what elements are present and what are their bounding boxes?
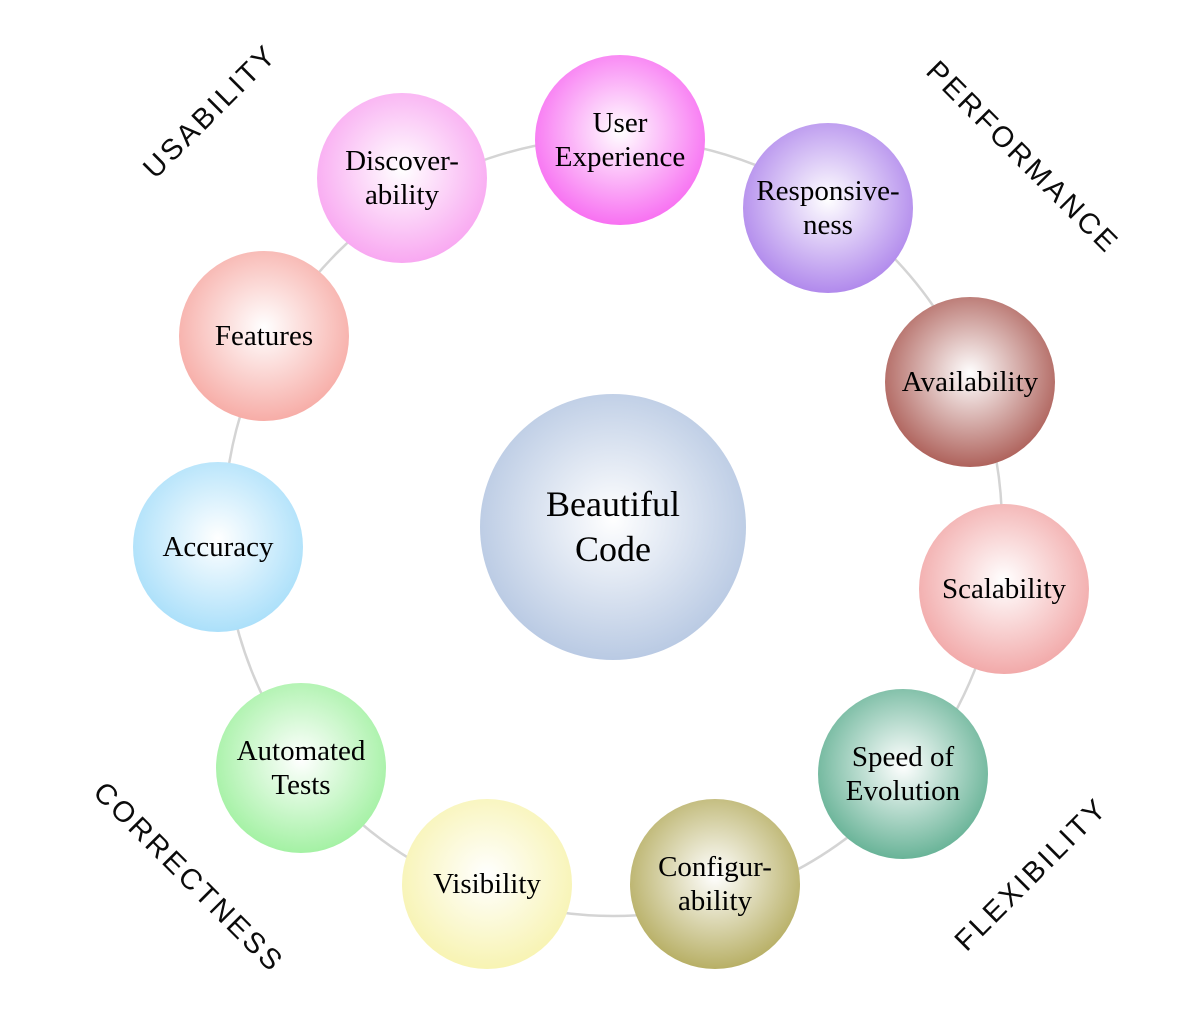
- node-availability: Availability: [885, 297, 1055, 467]
- node-label-responsiveness: Responsive- ness: [756, 174, 900, 241]
- node-label-accuracy: Accuracy: [162, 530, 274, 563]
- node-user-experience: User Experience: [535, 55, 705, 225]
- node-label-speed-of-evolution: Speed of Evolution: [845, 740, 961, 807]
- node-speed-of-evolution: Speed of Evolution: [818, 689, 988, 859]
- node-label-visibility: Visibility: [433, 867, 541, 900]
- node-label-features: Features: [214, 319, 314, 352]
- node-visibility: Visibility: [402, 799, 572, 969]
- node-automated-tests: Automated Tests: [216, 683, 386, 853]
- node-label-discoverability: Discover- ability: [345, 144, 459, 211]
- center-node-label: Beautiful Code: [546, 484, 680, 569]
- node-configurability: Configur- ability: [630, 799, 800, 969]
- node-label-user-experience: User Experience: [554, 106, 686, 173]
- node-label-configurability: Configur- ability: [658, 850, 772, 917]
- node-scalability: Scalability: [919, 504, 1089, 674]
- center-node-beautiful-code: Beautiful Code: [480, 394, 746, 660]
- node-accuracy: Accuracy: [133, 462, 303, 632]
- node-label-automated-tests: Automated Tests: [236, 734, 366, 801]
- node-responsiveness: Responsive- ness: [743, 123, 913, 293]
- node-discoverability: Discover- ability: [317, 93, 487, 263]
- node-label-scalability: Scalability: [941, 572, 1067, 605]
- node-features: Features: [179, 251, 349, 421]
- node-label-availability: Availability: [901, 365, 1039, 398]
